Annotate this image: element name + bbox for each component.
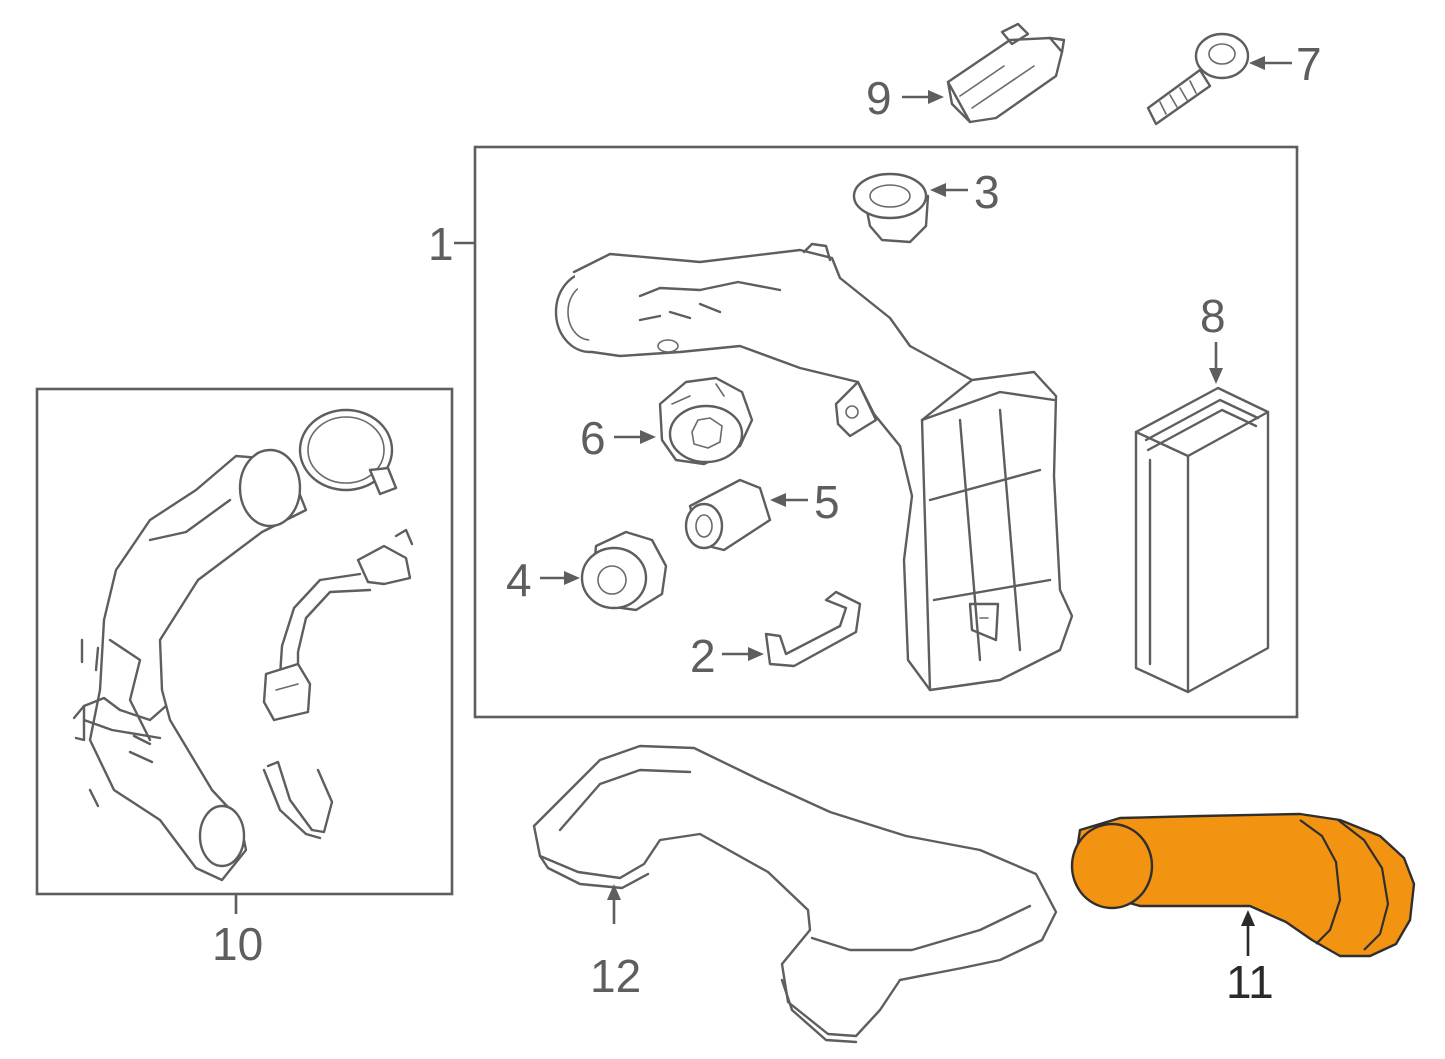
callout-4-label: 4 (506, 554, 532, 606)
part-4-grommet (580, 530, 668, 612)
callout-1-label: 1 (428, 218, 454, 270)
part-11-intake-duct (1070, 812, 1416, 958)
callout-3: 3 (930, 166, 1000, 218)
callout-6-label: 6 (580, 412, 606, 464)
part-7-bolt (1146, 32, 1250, 126)
part-1-airbox (554, 242, 1074, 692)
callout-8-label: 8 (1200, 290, 1226, 342)
part-9-clip (946, 22, 1066, 124)
callout-12: 12 (590, 884, 641, 1002)
callout-9-label: 9 (866, 72, 892, 124)
callout-5-label: 5 (814, 476, 840, 528)
callout-2-label: 2 (690, 630, 716, 682)
callout-11-label: 11 (1226, 956, 1274, 1008)
callout-1: 1 (428, 218, 475, 270)
callout-10: 10 (212, 894, 263, 970)
part-8-air-filter (1134, 386, 1270, 694)
part-6-grommet (658, 376, 754, 466)
callout-10-label: 10 (212, 918, 263, 970)
callout-6: 6 (580, 412, 656, 464)
part-3-grommet (852, 172, 930, 244)
callout-8: 8 (1200, 290, 1226, 384)
callout-3-label: 3 (974, 166, 1000, 218)
callout-4: 4 (506, 554, 580, 606)
part-10-wire-clip (262, 760, 334, 840)
callout-2: 2 (690, 630, 764, 682)
callout-7-label: 7 (1296, 38, 1322, 90)
part-1-group-frame (473, 145, 1299, 719)
callout-9: 9 (866, 72, 944, 124)
callout-12-label: 12 (590, 950, 641, 1002)
part-10-vent-hose (262, 528, 414, 722)
part-10-hose-clamp (298, 408, 398, 496)
part-10-intake-hose (72, 448, 308, 882)
part-5-sleeve (684, 478, 772, 552)
part-10-group-frame (35, 387, 454, 896)
callout-7: 7 (1249, 38, 1322, 90)
callout-11: 11 (1226, 910, 1274, 1008)
part-2-bracket (764, 590, 862, 668)
callout-5: 5 (770, 476, 840, 528)
part-12-air-duct (532, 744, 1058, 1044)
